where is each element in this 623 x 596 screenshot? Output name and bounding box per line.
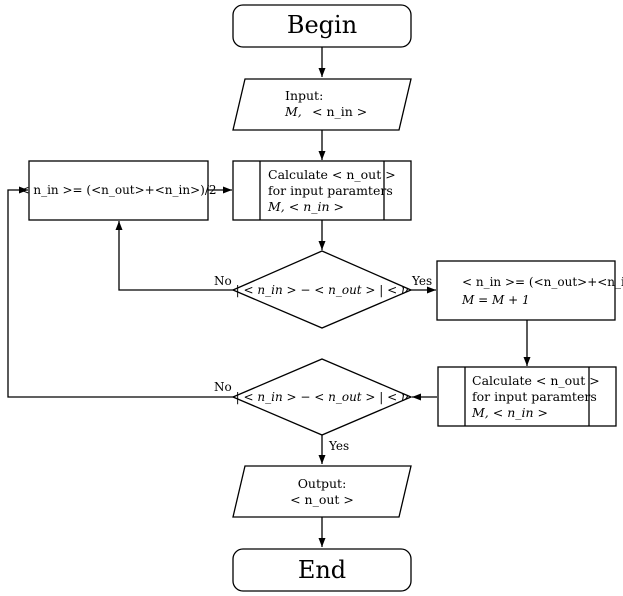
edges bbox=[7, 47, 531, 547]
decision1-yes-label: Yes bbox=[411, 274, 432, 288]
calc1-node: Calculate < n_out > for input paramters … bbox=[232, 160, 412, 221]
edge-decision1-no bbox=[115, 221, 234, 291]
decision1-expr: | < n_in > − < n_out > | < ν bbox=[236, 283, 409, 297]
update-right-line1: < n_in >= (<n_out>+<n_in>)/2 bbox=[462, 275, 623, 289]
update-right-line2: M = M + 1 bbox=[461, 293, 530, 307]
decision2-expr: | < n_in > − < n_out > | < ν bbox=[236, 390, 409, 404]
input-var: M, bbox=[284, 104, 302, 119]
begin-label: Begin bbox=[287, 11, 357, 39]
output-line2: < n_out > bbox=[290, 492, 354, 507]
output-line1: Output: bbox=[298, 476, 347, 491]
update-left-expr: < n_in >= (<n_out>+<n_in>)/2 bbox=[19, 183, 216, 197]
calc2-line3: M, < n_in > bbox=[471, 405, 548, 420]
output-node: Output: < n_out > bbox=[232, 465, 412, 518]
end-node: End bbox=[232, 548, 412, 592]
decision1-node: | < n_in > − < n_out > | < ν bbox=[231, 250, 413, 329]
edge-decision2-no bbox=[7, 186, 234, 398]
calc1-line1: Calculate < n_out > bbox=[268, 167, 396, 182]
begin-node: Begin bbox=[232, 4, 412, 48]
decision2-no-label: No bbox=[214, 380, 232, 394]
input-line1: Input: bbox=[285, 88, 323, 103]
calc2-node: Calculate < n_out > for input paramters … bbox=[437, 366, 617, 427]
decision2-node: | < n_in > − < n_out > | < ν bbox=[231, 358, 413, 436]
calc1-line3: M, < n_in > bbox=[267, 199, 344, 214]
end-label: End bbox=[298, 556, 346, 584]
decision1-no-label: No bbox=[214, 274, 232, 288]
input-expr: < n_in > bbox=[312, 104, 367, 119]
input-node: Input: M, < n_in > bbox=[232, 78, 412, 131]
calc2-line2: for input paramters bbox=[472, 389, 597, 404]
update-right-node: < n_in >= (<n_out>+<n_in>)/2 M = M + 1 bbox=[436, 260, 623, 321]
decision2-yes-label: Yes bbox=[328, 439, 349, 453]
calc1-line2: for input paramters bbox=[268, 183, 393, 198]
update-left-node: < n_in >= (<n_out>+<n_in>)/2 bbox=[19, 160, 217, 221]
calc2-line1: Calculate < n_out > bbox=[472, 373, 600, 388]
